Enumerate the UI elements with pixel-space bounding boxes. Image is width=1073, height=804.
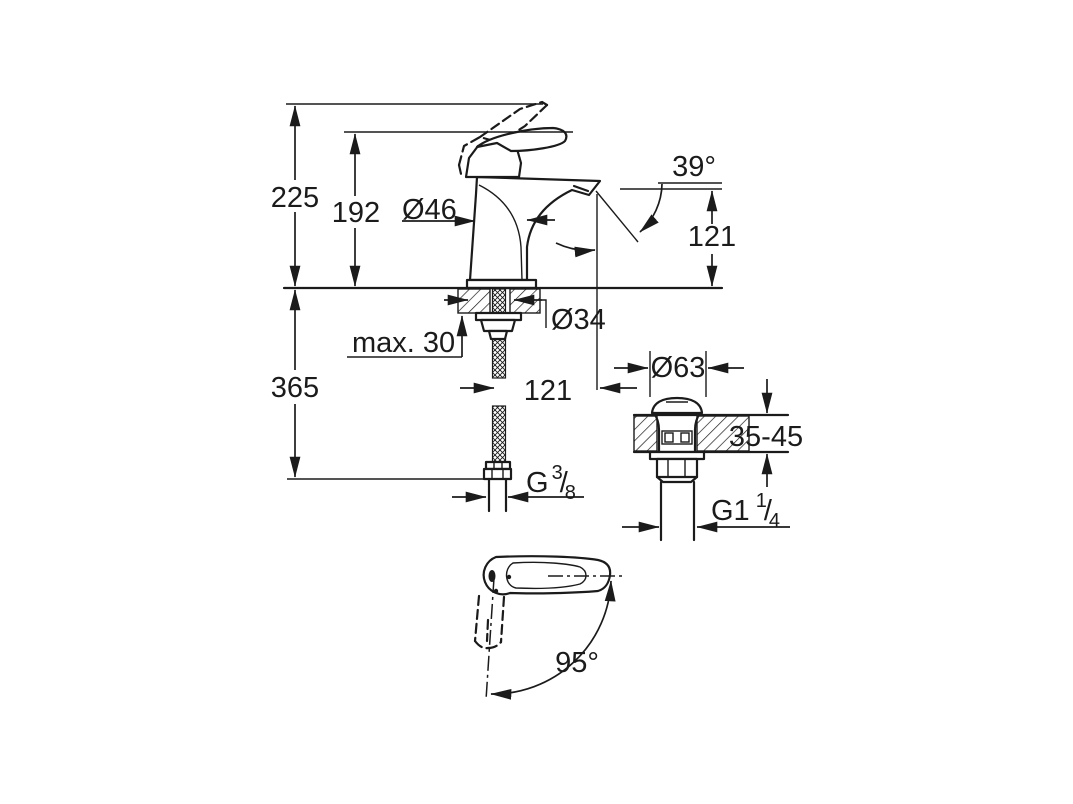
dim-spout-reach: 121	[460, 375, 637, 407]
dim-label-max-deck: max. 30	[352, 327, 455, 359]
lever-handle	[475, 126, 568, 153]
dim-shank-diameter: Ø34	[444, 294, 606, 336]
waste-hex-nut	[655, 457, 699, 479]
dim-label-spout-height: 121	[688, 221, 736, 253]
dim-label-shank-diameter: Ø34	[551, 304, 606, 336]
handle-dot-1	[506, 574, 512, 580]
pop-up-waste-section	[632, 396, 790, 542]
dim-label-stream-angle: 39°	[672, 151, 716, 183]
dim-label-total-height: 225	[271, 182, 319, 214]
waste-body-right	[693, 411, 702, 454]
waste-deck-hatch-left	[633, 415, 658, 452]
faucet-body	[468, 175, 602, 282]
dim-label-handle-angle: 95°	[555, 647, 599, 679]
dim-handle-height: 192	[332, 133, 380, 287]
aerator-line	[572, 184, 590, 193]
faucet-side-view	[457, 100, 602, 290]
dim-label-below-deck: 365	[271, 372, 319, 404]
dim-deck-thickness-range: 35-45	[729, 379, 803, 487]
dim-below-deck-depth: 365	[271, 289, 319, 478]
dim-label-handle-height: 192	[332, 197, 380, 229]
handle-dot-2	[493, 588, 499, 594]
waste-cap	[650, 396, 704, 415]
dim-total-height: 225	[271, 105, 319, 287]
dim-label-waste-cap: Ø63	[651, 352, 706, 384]
dim-max-deck-thickness: max. 30	[347, 315, 468, 359]
hose-nut	[482, 467, 513, 481]
deck-hatch-right	[509, 288, 541, 314]
mounting-nut-step	[487, 329, 509, 341]
waste-tailpipe	[659, 480, 696, 542]
deck-section-faucet	[282, 286, 724, 379]
mounting-nut	[479, 318, 517, 333]
dim-label-spout-reach: 121	[524, 375, 572, 407]
handle-angle-arc	[490, 580, 616, 700]
dim-spout-height: 121	[688, 190, 736, 287]
base-plate	[465, 278, 538, 290]
dim-label-deck-range: 35-45	[729, 421, 803, 453]
hose-end-tube	[487, 477, 508, 513]
dim-stream-angle: 39°	[555, 151, 716, 258]
extension-lines	[286, 103, 722, 480]
dim-body-diameter: Ø46	[402, 194, 555, 227]
supply-hose	[482, 405, 513, 513]
dim-waste-cap-diameter: Ø63	[614, 352, 744, 384]
deck-hatch-left	[457, 288, 491, 314]
handle-angle-detail: 95°	[473, 555, 623, 701]
supply-hose-lower	[491, 405, 507, 463]
body-front-curve	[478, 184, 523, 281]
waste-body-left	[652, 411, 661, 454]
